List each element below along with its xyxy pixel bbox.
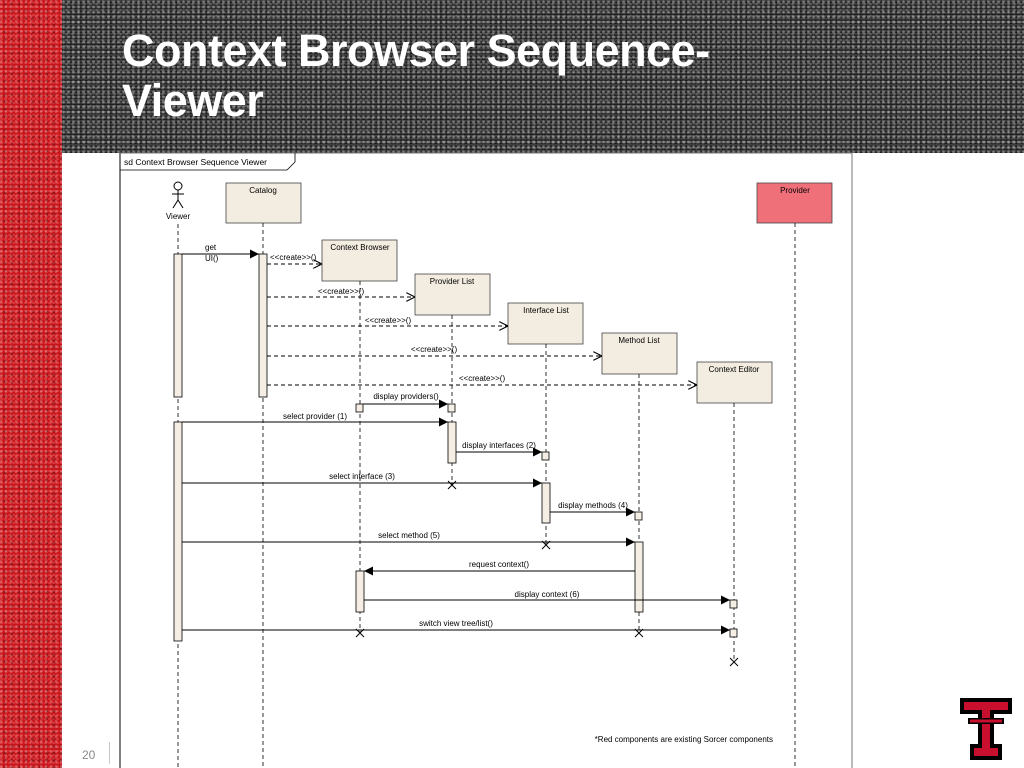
red-granite-strip — [0, 0, 62, 768]
message-display-interfaces: display interfaces (2) — [456, 441, 542, 457]
lifeline-label: Provider List — [430, 277, 475, 286]
frame-label: sd Context Browser Sequence Viewer — [124, 157, 267, 167]
lifeline-provider: Provider — [756, 182, 833, 224]
message-switch-view: switch view tree/list() — [182, 619, 730, 635]
message-label: select interface (3) — [329, 472, 395, 481]
message-label: display context (6) — [515, 590, 580, 599]
lifeline-context-editor: Context Editor — [696, 361, 773, 404]
slide-title: Context Browser Sequence-Viewer — [122, 25, 710, 126]
message-label: <<create>>() — [270, 253, 317, 262]
lifeline-interface-list: Interface List — [507, 302, 584, 345]
message-select-method: select method (5) — [182, 531, 635, 547]
message-label: display methods (4) — [558, 501, 628, 510]
message-label: switch view tree/list() — [419, 619, 493, 628]
page-divider — [109, 742, 110, 764]
footnote: *Red components are existing Sorcer comp… — [595, 735, 773, 744]
texas-tech-logo — [960, 698, 1012, 760]
title-band — [62, 0, 1024, 153]
message-label: get — [205, 243, 217, 252]
message-label: <<create>>() — [459, 374, 506, 383]
message-create-method-list: <<create>>() — [267, 345, 602, 356]
lifeline-catalog: Catalog — [225, 182, 302, 224]
message-label: select method (5) — [378, 531, 440, 540]
lifeline-label: Catalog — [249, 186, 277, 195]
message-display-providers: display providers() — [363, 392, 448, 409]
lifeline-label: Provider — [780, 186, 810, 195]
lifeline-label: Context Editor — [709, 365, 760, 374]
message-display-context: display context (6) — [364, 590, 730, 605]
message-label: display providers() — [373, 392, 439, 401]
message-display-methods: display methods (4) — [550, 501, 635, 517]
lifeline-label: Method List — [618, 336, 660, 345]
message-select-interface: select interface (3) — [182, 472, 542, 488]
message-label: display interfaces (2) — [462, 441, 536, 450]
lifeline-label: Context Browser — [330, 243, 389, 252]
lifeline-method-list: Method List — [601, 332, 678, 375]
page-number: 20 — [82, 748, 96, 762]
message-create-context-editor: <<create>>() — [267, 374, 697, 385]
message-label: select provider (1) — [283, 412, 347, 421]
actor-viewer: Viewer — [166, 181, 191, 221]
message-select-provider: select provider (1) — [182, 412, 448, 427]
message-label: request context() — [469, 560, 529, 569]
actor-label: Viewer — [166, 212, 191, 221]
message-label: <<create>>() — [365, 316, 412, 325]
lifeline-context-browser: Context Browser — [321, 239, 398, 282]
message-create-provider-list: <<create>>() — [267, 287, 415, 297]
message-create-interface-list: <<create>>() — [267, 316, 508, 326]
message-request-context: request context() — [364, 560, 635, 576]
diagram-frame: sd Context Browser Sequence Viewer — [119, 152, 853, 768]
message-create-context-browser: <<create>>() — [267, 253, 322, 264]
lifeline-provider-list: Provider List — [414, 273, 491, 316]
message-label: <<create>>() — [411, 345, 458, 354]
lifeline-label: Interface List — [523, 306, 570, 315]
message-label: <<create>>() — [318, 287, 365, 296]
message-get-ui: get UI() — [182, 243, 259, 263]
message-label: UI() — [205, 254, 219, 263]
activation-bars — [173, 253, 738, 642]
